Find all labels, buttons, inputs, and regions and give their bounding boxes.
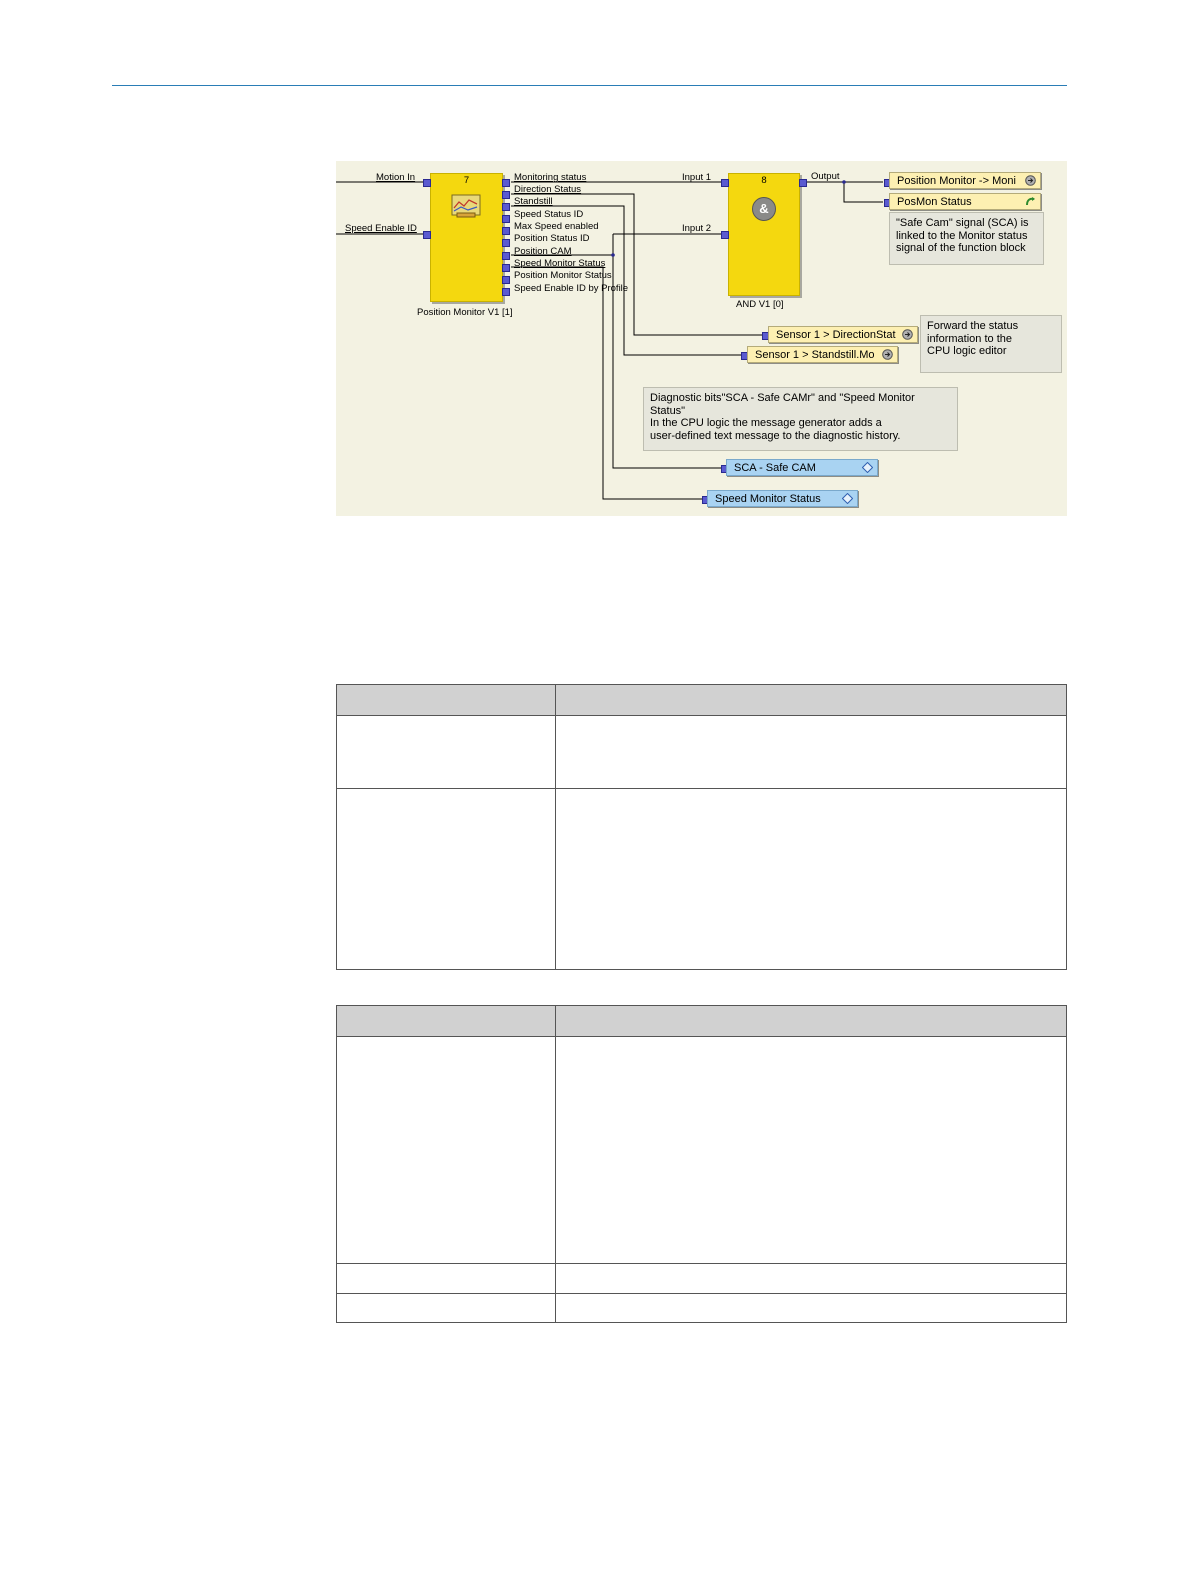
position-monitor-block[interactable]: 7	[430, 173, 503, 302]
output-label-standstill: Standstill	[514, 196, 553, 207]
table-cell	[336, 1293, 556, 1323]
table-row	[336, 715, 1067, 789]
tag-posmon-status[interactable]: PosMon Status	[889, 193, 1041, 210]
table-cell	[555, 1263, 1067, 1294]
header-cell	[555, 1005, 1067, 1037]
wire-position-cam	[511, 254, 721, 469]
table-cell	[555, 715, 1067, 789]
output-port[interactable]	[502, 239, 510, 247]
table-cell	[336, 1036, 556, 1264]
output-arrow-icon	[902, 329, 913, 340]
input-label-speed-enable: Speed Enable ID	[345, 223, 417, 234]
output-label-direction-status: Direction Status	[514, 184, 582, 195]
table-cell	[555, 1293, 1067, 1323]
output-arrow-icon	[882, 349, 893, 360]
note-diagnostic-bits: Diagnostic bits"SCA - Safe CAMr" and "Sp…	[643, 387, 958, 451]
output-label-max-speed: Max Speed enabled	[514, 221, 599, 232]
tag-label: Sensor 1 > DirectionStat	[776, 329, 896, 341]
header-cell	[336, 1005, 556, 1037]
output-label-speed-status-id: Speed Status ID	[514, 209, 584, 220]
output-arrow-icon	[1025, 175, 1036, 186]
tag-label: PosMon Status	[897, 196, 972, 208]
note-forward-status: Forward the status information to the CP…	[920, 315, 1062, 373]
tag-speed-monitor-status[interactable]: Speed Monitor Status	[707, 490, 858, 507]
output-port[interactable]	[502, 191, 510, 199]
output-label-output: Output	[811, 171, 840, 182]
table-row	[336, 1293, 1067, 1323]
tag-label: SCA - Safe CAM	[734, 462, 816, 474]
input-label-input2: Input 2	[682, 223, 712, 234]
block-number: 8	[761, 175, 767, 186]
input-port[interactable]	[721, 179, 729, 187]
input-port[interactable]	[423, 179, 431, 187]
input-label-input1: Input 1	[682, 172, 712, 183]
table-2	[336, 1005, 1067, 1323]
output-port[interactable]	[502, 179, 510, 187]
table-row	[336, 788, 1067, 970]
tag-label: Speed Monitor Status	[715, 493, 821, 505]
table-cell	[336, 1263, 556, 1294]
output-label-position-cam: Position CAM	[514, 246, 572, 257]
block-label: Position Monitor V1 [1]	[417, 307, 513, 318]
and-symbol: &	[759, 201, 769, 216]
tag-sca-safe-cam[interactable]: SCA - Safe CAM	[726, 459, 878, 476]
refresh-arrow-icon	[1026, 197, 1035, 206]
table-header-row	[336, 684, 1067, 716]
table-cell	[555, 1036, 1067, 1264]
diagnostic-diamond-icon	[842, 493, 853, 504]
header-cell	[555, 684, 1067, 716]
table-cell	[555, 788, 1067, 970]
table-cell	[336, 715, 556, 789]
and-block[interactable]: 8 &	[728, 173, 800, 296]
input-port[interactable]	[721, 231, 729, 239]
output-label-position-monitor-status: Position Monitor Status	[514, 270, 612, 281]
and-gate-icon: &	[752, 197, 776, 221]
wire-layer	[336, 180, 883, 500]
output-port[interactable]	[502, 264, 510, 272]
output-label-monitoring-status: Monitoring status	[514, 172, 587, 183]
output-port[interactable]	[502, 276, 510, 284]
block-label: AND V1 [0]	[736, 299, 784, 310]
input-label-motion-in: Motion In	[376, 172, 416, 183]
tag-label: Position Monitor -> Moni	[897, 175, 1016, 187]
header-cell	[336, 684, 556, 716]
wire-standstill	[511, 205, 741, 356]
function-block-chart-icon	[451, 194, 481, 218]
table-row	[336, 1263, 1067, 1294]
output-label-speed-monitor-status: Speed Monitor Status	[514, 258, 606, 269]
output-port[interactable]	[502, 203, 510, 211]
table-1	[336, 684, 1067, 970]
tag-position-monitor-moni[interactable]: Position Monitor -> Moni	[889, 172, 1041, 189]
tag-label: Sensor 1 > Standstill.Mo	[755, 349, 875, 361]
block-number: 7	[463, 175, 470, 186]
wire-direction	[511, 193, 762, 336]
table-header-row	[336, 1005, 1067, 1037]
tag-sensor-direction[interactable]: Sensor 1 > DirectionStat	[768, 326, 918, 343]
table-cell	[336, 788, 556, 970]
output-port[interactable]	[502, 288, 510, 296]
note-safe-cam: "Safe Cam" signal (SCA) is linked to the…	[889, 212, 1044, 265]
output-port[interactable]	[502, 215, 510, 223]
header-rule	[112, 85, 1067, 86]
input-port[interactable]	[423, 231, 431, 239]
output-port[interactable]	[502, 252, 510, 260]
table-row	[336, 1036, 1067, 1264]
output-label-speed-enable-profile: Speed Enable ID by Profile	[514, 283, 629, 294]
wire-speed-monitor	[511, 266, 702, 500]
tag-sensor-standstill[interactable]: Sensor 1 > Standstill.Mo	[747, 346, 898, 363]
diagnostic-diamond-icon	[862, 462, 873, 473]
logic-diagram: 7 Position Monitor V1 [1] Motion In Spee…	[336, 161, 1067, 516]
output-port[interactable]	[799, 179, 807, 187]
output-label-position-status-id: Position Status ID	[514, 233, 590, 244]
output-port[interactable]	[502, 227, 510, 235]
